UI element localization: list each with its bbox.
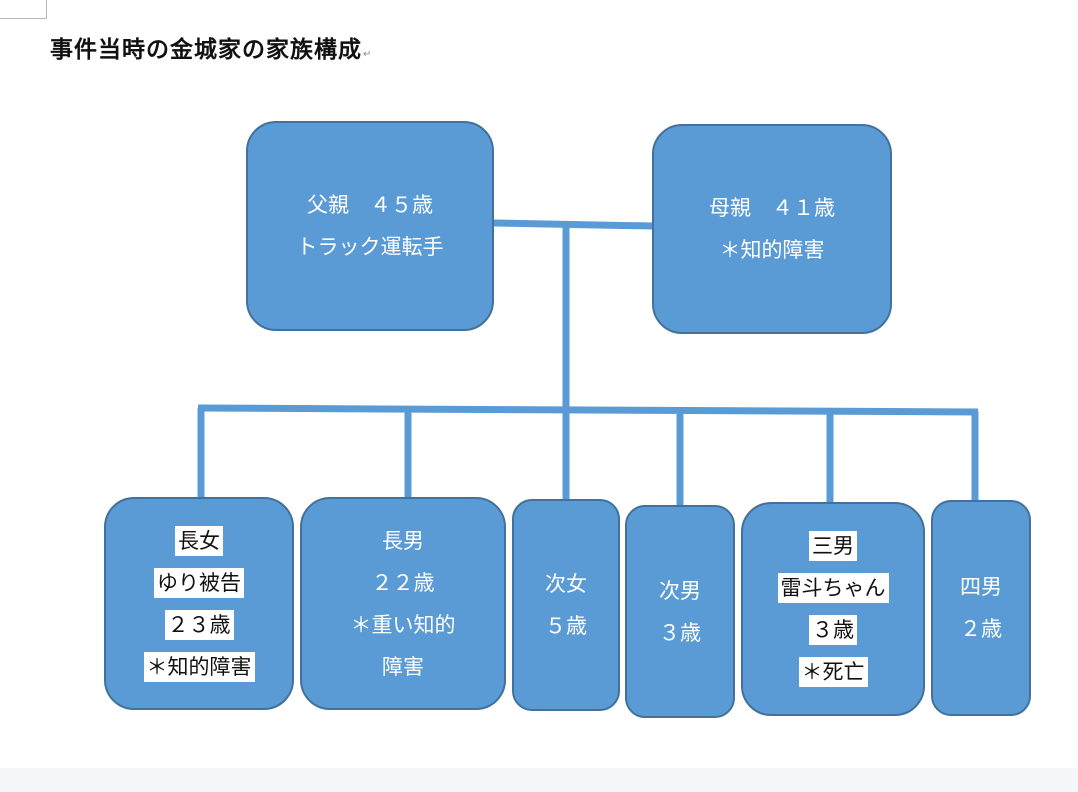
father-box: 父親 ４５歳 トラック運転手 [246,121,494,331]
page-bottom-band [0,768,1078,792]
father-age-label: 父親 ４５歳 [307,193,433,217]
fourth-son-relation-label: 四男 [960,575,1002,599]
eldest-daughter-note-label: ＊知的障害 [143,651,255,682]
eldest-son-note-label: ＊重い知的 [350,612,456,637]
third-son-name-label: 雷斗ちゃん [777,573,889,603]
third-son-relation-label: 三男 [809,531,857,561]
page-title: 事件当時の金城家の家族構成↵ [50,30,372,64]
second-son-box: 次男 ３歳 [625,505,735,718]
father-occupation-label: トラック運転手 [296,235,444,259]
fourth-son-box: 四男 ２歳 [931,500,1031,716]
second-son-relation-label: 次男 [659,578,701,603]
third-son-age-label: ３歳 [809,615,857,645]
eldest-daughter-name-label: ゆり被告 [154,567,244,598]
third-son-box: 三男 雷斗ちゃん ３歳 ＊死亡 [741,502,925,716]
second-daughter-relation-label: 次女 [545,572,587,596]
mother-age-label: 母親 ４１歳 [709,196,835,220]
eldest-son-box: 長男 ２２歳 ＊重い知的 障害 [300,497,506,710]
paragraph-mark-icon: ↵ [363,49,373,60]
eldest-son-note-cont-label: 障害 [382,654,424,679]
second-daughter-age-label: ５歳 [545,614,587,638]
mother-note-label: ＊知的障害 [719,238,825,262]
eldest-daughter-age-label: ２３歳 [164,609,234,640]
eldest-daughter-box: 長女 ゆり被告 ２３歳 ＊知的障害 [104,497,294,710]
eldest-daughter-relation-label: 長女 [175,525,223,556]
title-text: 事件当時の金城家の家族構成 [50,37,362,63]
second-daughter-box: 次女 ５歳 [512,499,620,711]
eldest-son-relation-label: 長男 [382,528,424,553]
mother-box: 母親 ４１歳 ＊知的障害 [652,124,892,334]
second-son-age-label: ３歳 [659,620,701,645]
children-bus [197,404,979,416]
eldest-son-age-label: ２２歳 [371,570,435,595]
parents-connector [493,219,653,230]
page-corner-marker [0,0,47,19]
fourth-son-age-label: ２歳 [960,617,1002,641]
third-son-note-label: ＊死亡 [798,657,868,687]
